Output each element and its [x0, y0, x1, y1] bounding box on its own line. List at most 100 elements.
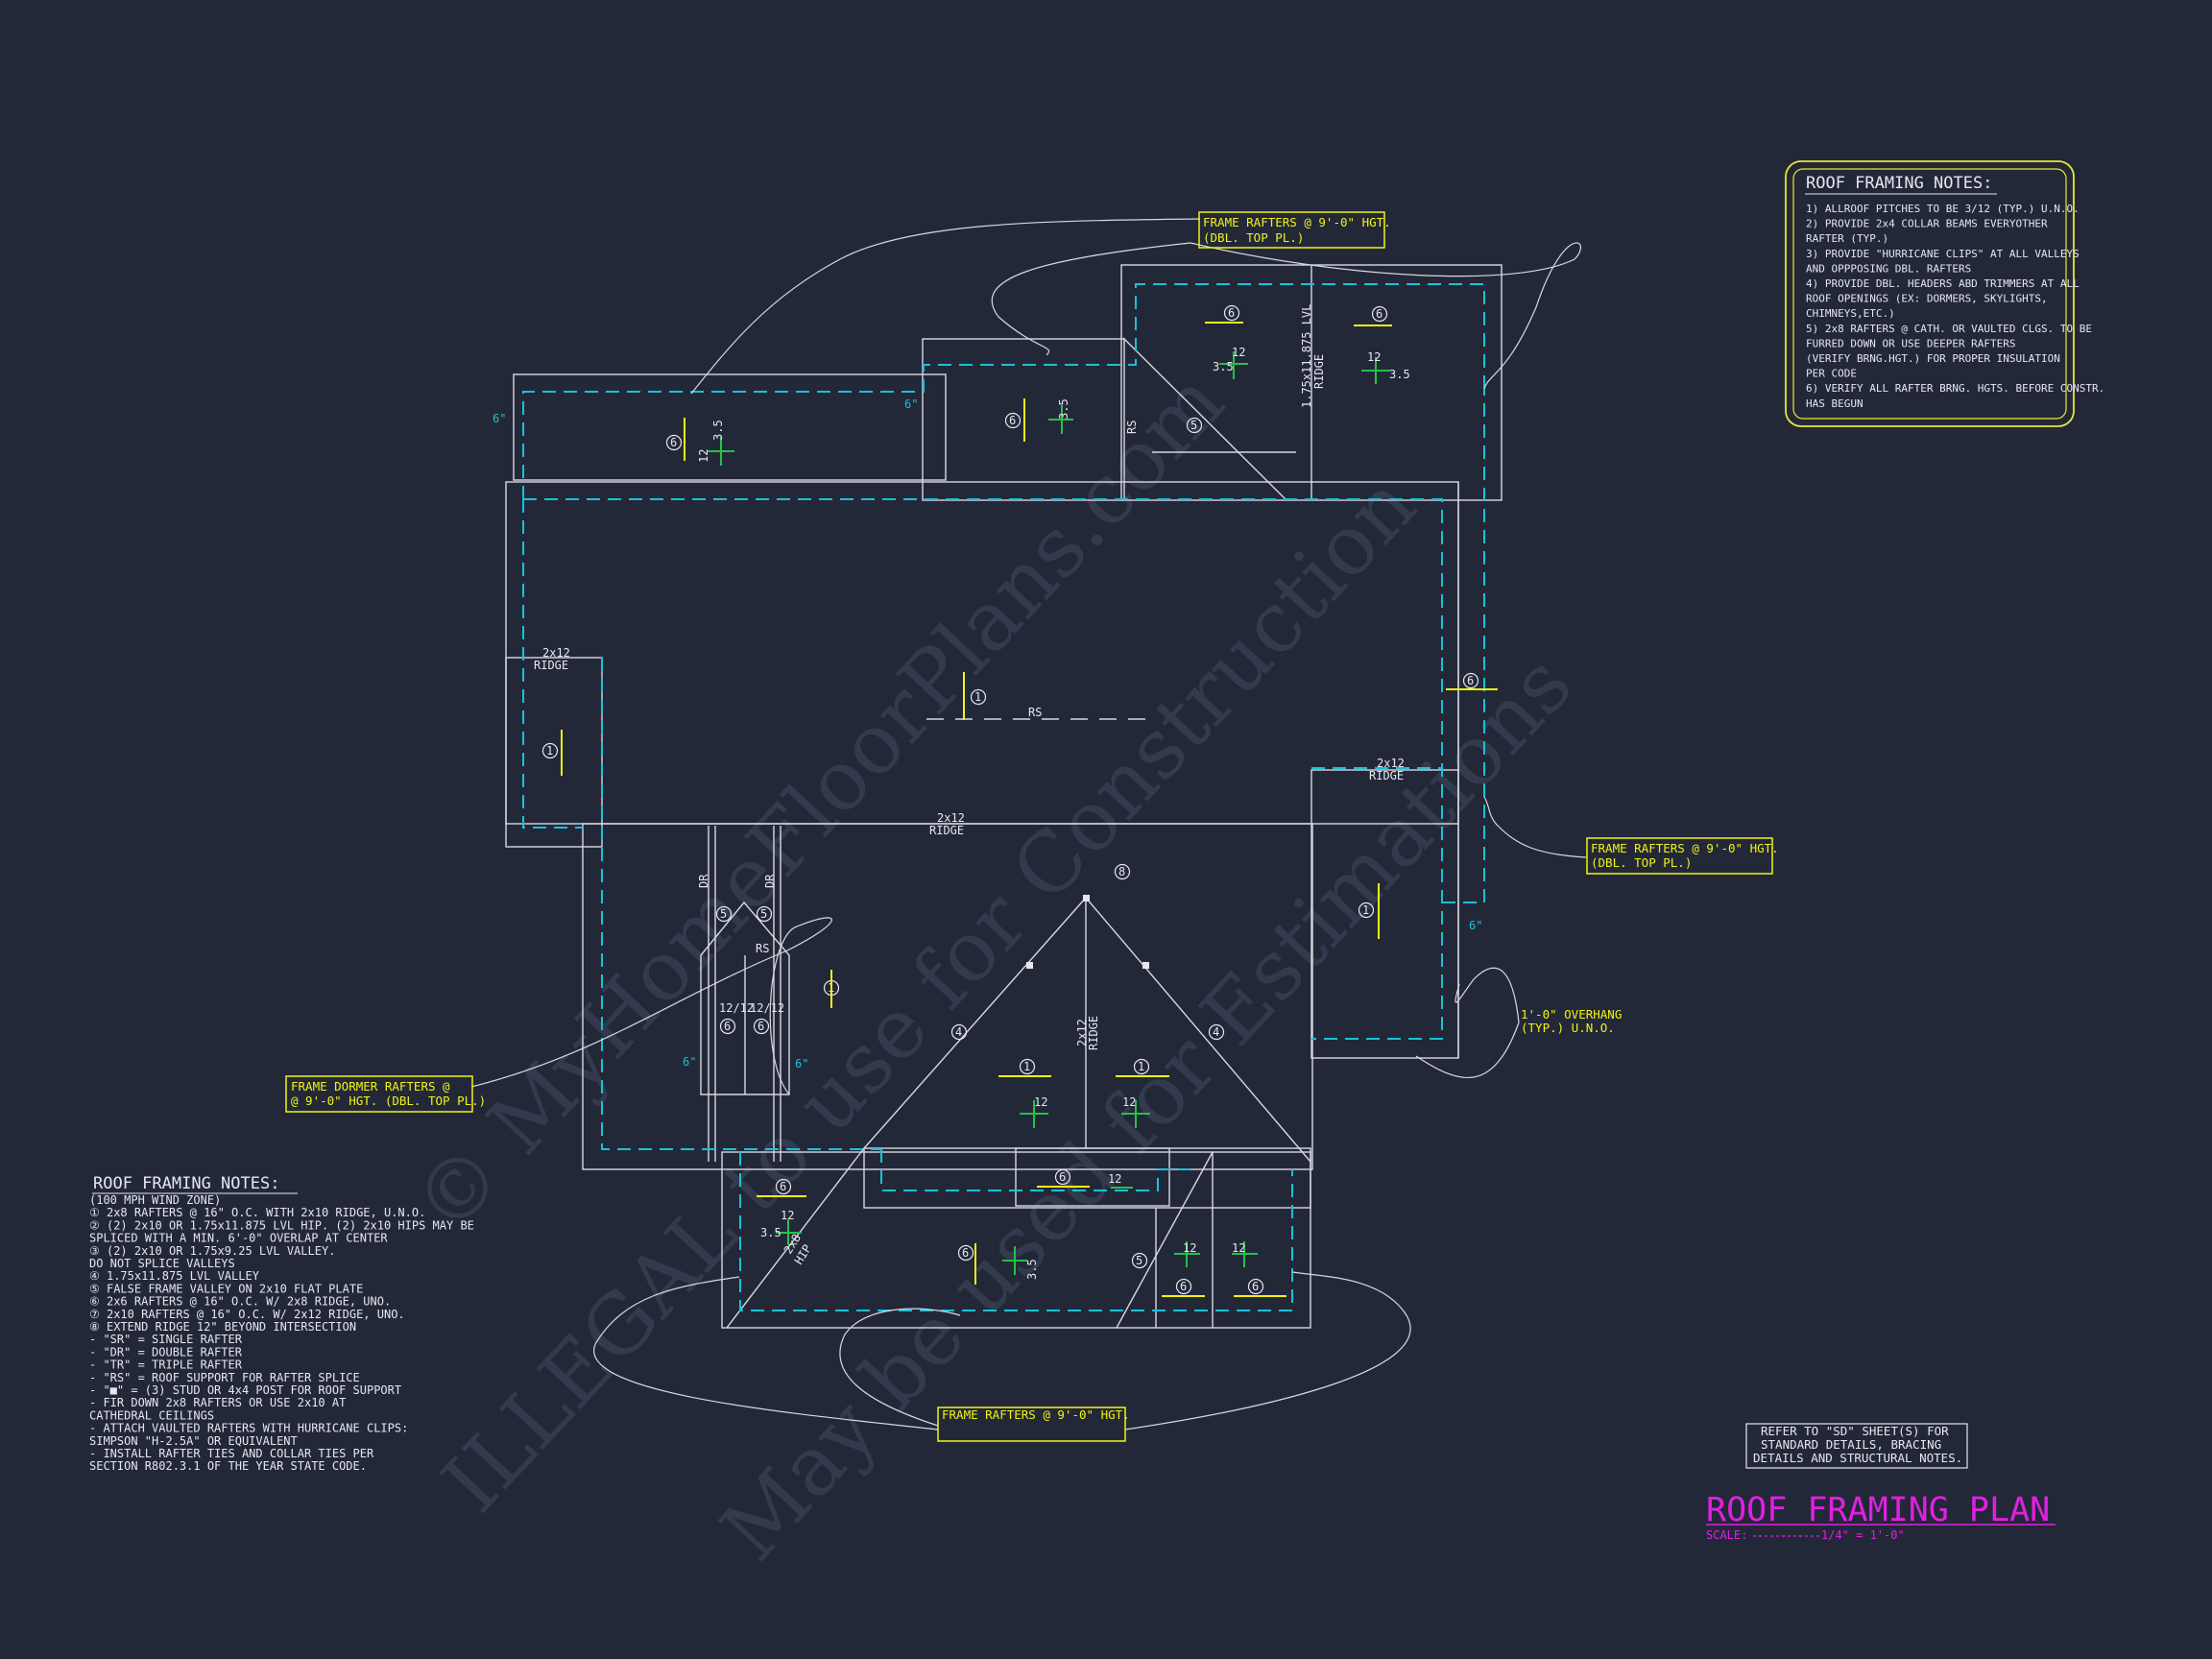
notes-box-line: (VERIFY BRNG.HGT.) FOR PROPER INSULATION — [1806, 352, 2060, 365]
marker-1: 1 — [970, 688, 987, 706]
legend-line: - INSTALL RAFTER TIES AND COLLAR TIES PE… — [89, 1447, 374, 1460]
svg-text:1: 1 — [1138, 1060, 1144, 1073]
callout-right: FRAME RAFTERS @ 9'-0" HGT. (DBL. TOP PL.… — [1586, 837, 1779, 875]
notes-box-line: PER CODE — [1806, 368, 1857, 380]
overhang-line1: 1'-0" OVERHANG — [1521, 1007, 1622, 1022]
legend-line: DO NOT SPLICE VALLEYS — [89, 1257, 235, 1270]
refer-line-3: DETAILS AND STRUCTURAL NOTES. — [1753, 1451, 1962, 1465]
notes-box-line: RAFTER (TYP.) — [1806, 232, 1888, 245]
post-marker — [1142, 962, 1149, 969]
watermark: © MyHomeFloorPlans.com ILLEGAL to use fo… — [396, 354, 1591, 1579]
refer-box: REFER TO "SD" SHEET(S) FOR STANDARD DETA… — [1745, 1423, 1968, 1469]
rs-label-dormer: RS — [756, 942, 769, 955]
svg-text:12: 12 — [1122, 1095, 1136, 1109]
ridge-label-left: RIDGE — [534, 659, 568, 672]
notes-box-title: ROOF FRAMING NOTES: — [1806, 174, 1992, 193]
svg-text:3.5: 3.5 — [711, 420, 725, 441]
marker-6: 6 — [665, 434, 683, 451]
svg-text:3.5: 3.5 — [1025, 1259, 1039, 1280]
overhang-line2: (TYP.) U.N.O. — [1521, 1021, 1615, 1035]
scale-value: 1/4" = 1'-0" — [1821, 1528, 1905, 1542]
marker-6: 6 — [1247, 1278, 1264, 1295]
notes-box-lines: 1) ALLROOF PITCHES TO BE 3/12 (TYP.) U.N… — [1806, 203, 2104, 410]
marker-8: 8 — [1114, 863, 1131, 880]
svg-text:6: 6 — [1228, 306, 1235, 320]
pitch-symbol: 12 — [1174, 1241, 1200, 1267]
notes-box-line: 1) ALLROOF PITCHES TO BE 3/12 (TYP.) U.N… — [1806, 203, 2080, 215]
leader-lines — [470, 218, 1587, 1431]
marker-6: 6 — [1371, 305, 1388, 323]
svg-text:12: 12 — [1232, 1241, 1245, 1255]
legend-line: - "TR" = TRIPLE RAFTER — [89, 1358, 243, 1372]
legend-line: SECTION R802.3.1 OF THE YEAR STATE CODE. — [89, 1459, 367, 1473]
pitch-symbol: 123.5 — [760, 1209, 802, 1245]
callout-top: FRAME RAFTERS @ 9'-0" HGT. (DBL. TOP PL.… — [1198, 211, 1391, 249]
svg-text:1: 1 — [974, 690, 981, 704]
plan-title: ROOF FRAMING PLAN — [1706, 1491, 2050, 1529]
hip-ridge-size: 2x12 — [1075, 1019, 1089, 1046]
svg-text:6: 6 — [670, 436, 677, 449]
legend-line: ③ (2) 2x10 OR 1.75x9.25 LVL VALLEY. — [89, 1244, 335, 1258]
svg-text:5: 5 — [760, 907, 767, 921]
svg-text:5: 5 — [720, 907, 727, 921]
marker-6: 6 — [957, 1244, 974, 1262]
svg-text:12: 12 — [1367, 350, 1381, 364]
svg-text:1: 1 — [1362, 903, 1369, 917]
dr-label-right: DR — [763, 874, 777, 888]
pitch-symbol: 3.5 — [1048, 398, 1073, 434]
marker-1: 1 — [541, 742, 559, 759]
notes-box-line: 3) PROVIDE "HURRICANE CLIPS" AT ALL VALL… — [1806, 248, 2080, 260]
legend-line: ⑤ FALSE FRAME VALLEY ON 2x10 FLAT PLATE — [89, 1282, 363, 1295]
wall-outline — [505, 264, 1503, 1329]
legend-line: CATHEDRAL CEILINGS — [89, 1408, 214, 1422]
callout-right-line2: (DBL. TOP PL.) — [1591, 855, 1692, 870]
marker-6: 6 — [775, 1178, 792, 1195]
post-marker — [1026, 962, 1033, 969]
callout-top-line2: (DBL. TOP PL.) — [1203, 230, 1304, 245]
svg-text:4: 4 — [1213, 1025, 1219, 1039]
legend-line: ⑧ EXTEND RIDGE 12" BEYOND INTERSECTION — [89, 1320, 356, 1334]
legend-lines: (100 MPH WIND ZONE)① 2x8 RAFTERS @ 16" O… — [89, 1193, 474, 1473]
callout-bottom: FRAME RAFTERS @ 9'-0" HGT. — [937, 1407, 1130, 1442]
svg-text:1: 1 — [1023, 1060, 1030, 1073]
svg-text:3.5: 3.5 — [1213, 360, 1234, 373]
svg-text:6: 6 — [724, 1020, 731, 1033]
legend-line: - ATTACH VAULTED RAFTERS WITH HURRICANE … — [89, 1422, 408, 1435]
notes-box-line: 6) VERIFY ALL RAFTER BRNG. HGTS. BEFORE … — [1806, 382, 2104, 395]
marker-1: 1 — [1358, 902, 1375, 919]
svg-text:6: 6 — [1376, 307, 1382, 321]
pitch-symbols: 123.5 3.5 123.5 123.5 12 12 12 123.5 3.5… — [697, 346, 1410, 1280]
marker-6: 6 — [1175, 1278, 1192, 1295]
refer-line-1: REFER TO "SD" SHEET(S) FOR — [1761, 1424, 1949, 1438]
svg-text:5: 5 — [1190, 419, 1197, 432]
svg-text:3.5: 3.5 — [1057, 398, 1070, 420]
marker-5: 5 — [715, 905, 733, 923]
svg-text:6: 6 — [1252, 1280, 1259, 1293]
svg-text:12: 12 — [781, 1209, 794, 1222]
svg-text:6: 6 — [1059, 1170, 1066, 1184]
ridge-size-center: 2x12 — [937, 811, 965, 825]
svg-text:6: 6 — [1009, 414, 1016, 427]
svg-text:8: 8 — [1118, 865, 1125, 878]
notes-box: ROOF FRAMING NOTES: 1) ALLROOF PITCHES T… — [1785, 160, 2104, 427]
svg-text:6: 6 — [757, 1020, 764, 1033]
legend-line: - "DR" = DOUBLE RAFTER — [89, 1345, 243, 1358]
notes-box-line: FURRED DOWN OR USE DEEPER RAFTERS — [1806, 337, 2016, 349]
dormer-pitch-right: 12/12 — [750, 1001, 784, 1015]
lvl-ridge-ridge: RIDGE — [1312, 354, 1326, 389]
marker-4: 4 — [1208, 1023, 1225, 1041]
note-markers: 6 6 6 6 5 6 1 1 1 1 5 5 6 6 8 4 4 1 1 6 … — [541, 304, 1479, 1295]
callout-dormer-line1: FRAME DORMER RAFTERS @ — [291, 1079, 450, 1094]
legend-line: ⑦ 2x10 RAFTERS @ 16" O.C. W/ 2x12 RIDGE,… — [89, 1308, 405, 1321]
marker-6: 6 — [753, 1018, 770, 1035]
notes-box-line: CHIMNEYS,ETC.) — [1806, 307, 1895, 320]
svg-text:12: 12 — [1183, 1241, 1196, 1255]
marker-4: 4 — [950, 1023, 968, 1041]
pitch-symbol: 123.5 — [1361, 350, 1410, 384]
notes-box-line: 2) PROVIDE 2x4 COLLAR BEAMS EVERYOTHER — [1806, 218, 2048, 230]
notes-box-line: AND OPPPOSING DBL. RAFTERS — [1806, 262, 1971, 275]
svg-text:12: 12 — [1232, 346, 1245, 359]
ridge-label-center: RIDGE — [929, 824, 964, 837]
title-block: ROOF FRAMING PLAN SCALE: 1/4" = 1'-0" — [1706, 1491, 2056, 1542]
